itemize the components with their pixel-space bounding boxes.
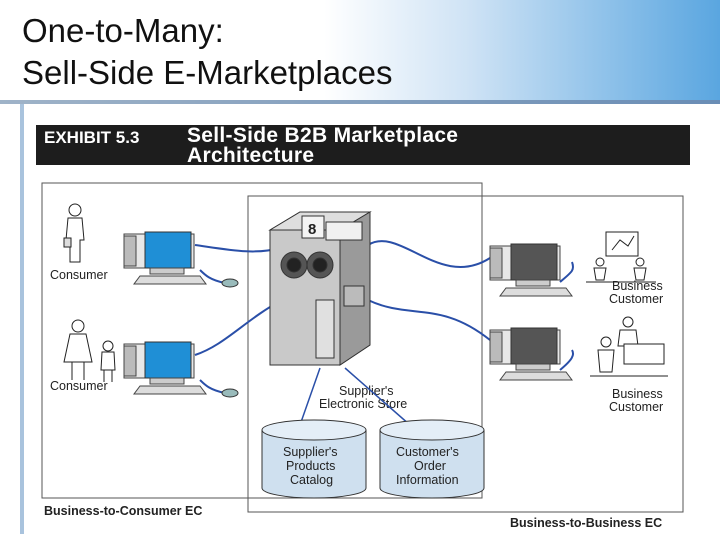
business-label-1-line2: Customer [609,292,663,306]
store-label-line2: Electronic Store [319,397,407,411]
consumer-label-2: Consumer [50,379,108,393]
exhibit-title-line1: Sell-Side B2B Marketplace [187,124,459,147]
title-band [0,0,720,100]
svg-text:8: 8 [308,221,316,238]
title-divider [0,100,720,104]
catalog-database-icon [261,419,367,499]
mouse-cable-2 [199,379,226,394]
exhibit-title-line2: Architecture [187,144,315,167]
exhibit-number: EXHIBIT 5.3 [44,128,140,147]
slide-title: One-to-Many: Sell-Side E-Marketplaces [22,10,392,94]
order-label-line2: Order [414,459,446,473]
db-connectors [299,367,411,426]
business-computer-icon [489,243,573,297]
order-database-icon [379,419,485,499]
exhibit-title: Sell-Side B2B Marketplace Architecture [187,124,459,167]
catalog-label-line1: Supplier's [283,445,338,459]
connector-order [344,367,411,426]
catalog-label-line3: Catalog [290,473,333,487]
mouse-cable-4 [559,349,575,371]
order-label-line3: Information [396,473,459,487]
b2b-frame [247,195,684,513]
b2c-caption: Business-to-Consumer EC [44,504,202,518]
b2b-caption: Business-to-Business EC [510,516,662,530]
store-label-line1: Supplier's [339,384,394,398]
family-person-icon [63,319,116,382]
business-label-2-line2: Customer [609,400,663,414]
business-label-1-line1: Business [612,279,663,293]
server-icon: 8 [268,211,372,366]
consumer-label-1: Consumer [50,268,108,282]
cable-business-1 [367,240,491,268]
cable-consumer-2 [194,299,283,356]
business-computer-icon [489,327,573,381]
office-worker-icon [590,316,668,377]
order-label-line1: Customer's [396,445,459,459]
cable-business-2 [367,299,491,341]
left-accent-rule [20,104,24,534]
exhibit-header-bar [36,125,690,165]
mouse-cable-1 [199,269,226,284]
consumer-person-icon [63,203,85,263]
slide-title-line1: One-to-Many: [22,12,224,49]
business-label-2-line1: Business [612,387,663,401]
b2c-frame [41,182,483,499]
cable-consumer-1 [194,244,281,253]
slide-title-line2: Sell-Side E-Marketplaces [22,54,393,91]
presentation-meeting-icon [586,231,656,283]
connector-catalog [299,367,321,426]
catalog-label-line2: Products [286,459,335,473]
consumer-computer-icon [123,341,239,398]
consumer-computer-icon [123,231,239,288]
mouse-cable-3 [559,261,575,283]
